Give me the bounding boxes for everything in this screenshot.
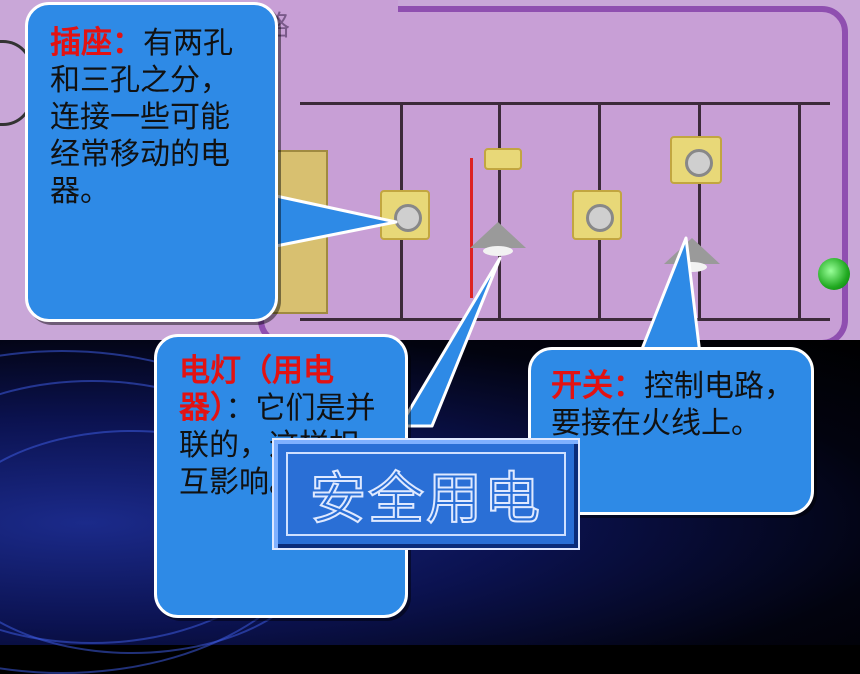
switch-callout-keyword: 开关： <box>551 368 644 404</box>
slide-title-frame: 安全用电 <box>286 452 566 536</box>
lamp-icon <box>470 222 526 248</box>
lamp-callout-pointer <box>398 256 502 428</box>
neutral-wire <box>300 318 830 321</box>
live-wire <box>300 102 830 105</box>
lamp-icon <box>664 238 720 264</box>
play-button-icon[interactable] <box>818 258 850 290</box>
lamp-bulb <box>483 246 513 256</box>
branch-wire-5 <box>798 102 801 318</box>
switch-icon <box>670 136 722 184</box>
branch-wire-4 <box>698 102 701 318</box>
socket-icon <box>380 190 430 240</box>
panel-header-tab <box>258 0 398 30</box>
socket-callout: 插座：有两孔和三孔之分，连接一些可能经常移动的电器。 <box>25 2 278 322</box>
slide-title-box: 安全用电 <box>272 438 580 550</box>
socket-callout-keyword: 插座： <box>50 25 143 61</box>
lamp-holder-icon <box>484 148 522 170</box>
slide-title: 安全用电 <box>309 466 542 533</box>
switch-callout-text: 控制电路，要接在火线上。 <box>551 369 794 441</box>
lamp-callout-keyword: 电灯（用电器） <box>179 353 334 426</box>
lamp-bulb <box>677 262 707 272</box>
socket-callout-text: 有两孔和三孔之分，连接一些可能经常移动的电器。 <box>50 26 233 209</box>
branch-wire-2 <box>498 102 501 318</box>
socket-icon <box>572 190 622 240</box>
